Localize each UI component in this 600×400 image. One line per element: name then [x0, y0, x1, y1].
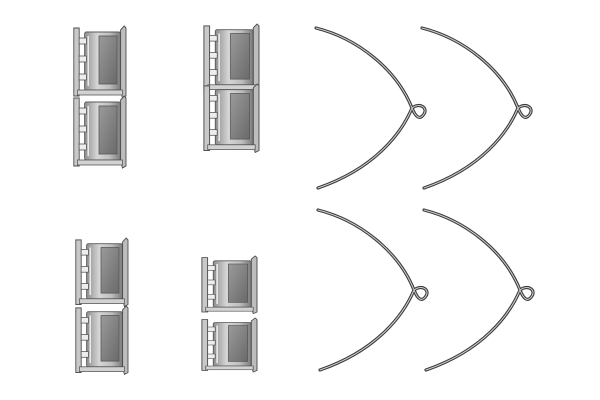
pad-clip-icon: [201, 255, 258, 315]
pad-clip-icon: [75, 237, 129, 308]
pad-clip-icon: [203, 83, 260, 154]
wire-spring-icon: [316, 208, 429, 372]
pad-clip-icon: [73, 95, 127, 169]
pad-clip-icon: [75, 305, 129, 376]
wire-spring-icon: [420, 26, 533, 190]
pad-clip-icon: [201, 317, 258, 373]
wire-spring-icon: [314, 26, 427, 190]
pad-clip-icon: [73, 25, 127, 99]
pad-clip-icon: [203, 23, 260, 94]
wire-spring-icon: [422, 208, 535, 372]
